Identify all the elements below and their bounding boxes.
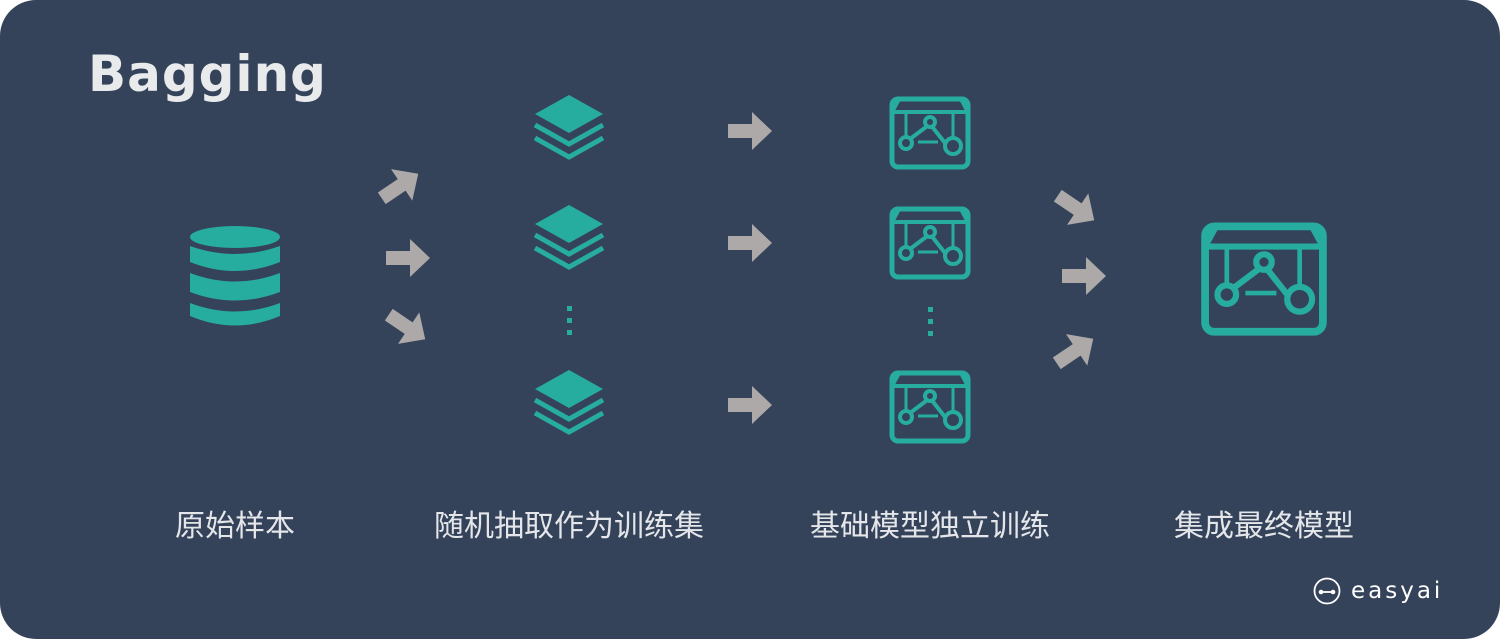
arrow-icon bbox=[728, 112, 772, 150]
arrow-icon bbox=[728, 224, 772, 262]
arrow-icon bbox=[1047, 179, 1105, 237]
stage-label-random-subsets: 随机抽取作为训练集 bbox=[434, 509, 704, 544]
ellipsis-dots bbox=[567, 306, 572, 335]
final-model-icon bbox=[1205, 226, 1323, 331]
arrow-icon bbox=[371, 157, 429, 215]
brand-watermark: easyai bbox=[1313, 574, 1443, 608]
model-box-icon bbox=[892, 373, 968, 441]
stage-label-original-sample: 原始样本 bbox=[175, 509, 295, 544]
ellipsis-dots bbox=[928, 307, 933, 336]
layers-icon bbox=[535, 370, 603, 432]
arrow-icon bbox=[1046, 322, 1104, 380]
database-icon bbox=[190, 226, 280, 326]
model-box-icon bbox=[892, 99, 968, 167]
stage-label-base-models: 基础模型独立训练 bbox=[810, 509, 1050, 544]
layers-icon bbox=[535, 95, 603, 157]
arrow-icon bbox=[1062, 257, 1106, 295]
easyai-logo-icon bbox=[1313, 577, 1341, 605]
diagram-title: Bagging bbox=[88, 45, 327, 103]
layers-icon bbox=[535, 205, 603, 267]
arrow-icon bbox=[728, 386, 772, 424]
stage-label-final-model: 集成最终模型 bbox=[1174, 509, 1354, 544]
arrow-icon bbox=[378, 298, 436, 356]
model-box-icon bbox=[892, 209, 968, 277]
brand-name: easyai bbox=[1351, 578, 1444, 604]
arrow-icon bbox=[386, 239, 430, 277]
